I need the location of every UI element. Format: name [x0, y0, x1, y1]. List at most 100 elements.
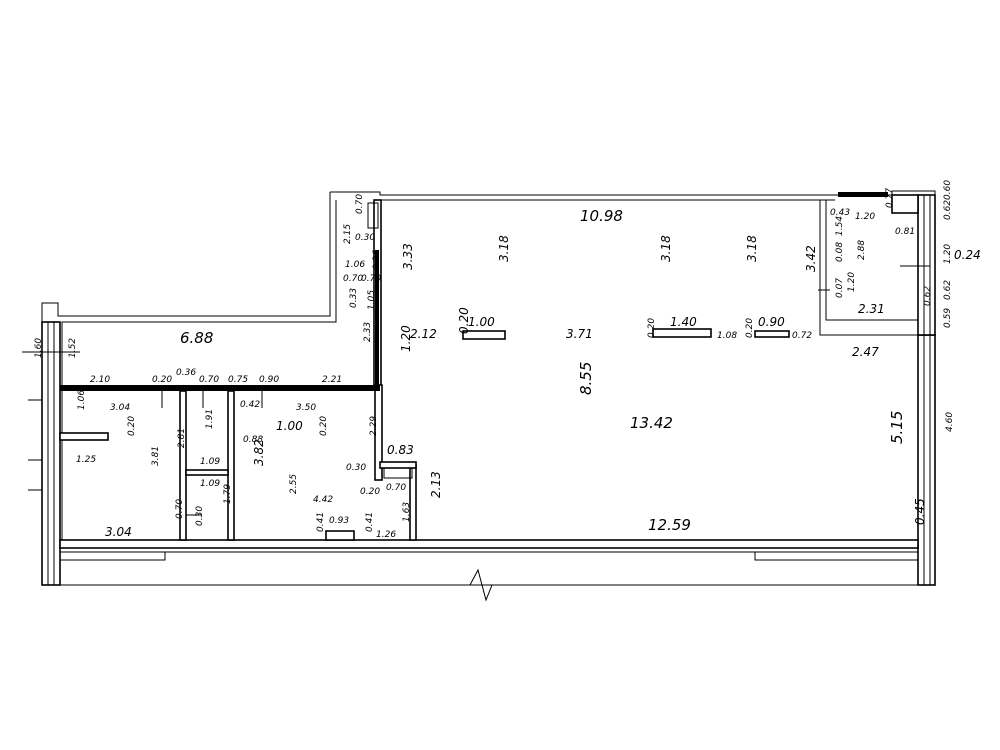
label-strip-1: 2.10	[90, 375, 110, 385]
label-window-2: 1.40	[670, 315, 697, 329]
label-shaft-5: 0.70	[343, 274, 363, 284]
label-right-room-side: 0.24	[954, 248, 981, 262]
label-bottom-width: 12.59	[648, 516, 691, 534]
label-left-room-width: 6.88	[180, 329, 213, 347]
label-niche-sm1: 0.30	[346, 463, 366, 473]
label-rr-6: 0.08	[835, 242, 845, 262]
label-col-sm-4: 0.72	[792, 331, 812, 341]
label-room-a-h: 3.81	[151, 446, 161, 466]
label-right-ext-w: 2.47	[852, 345, 879, 359]
label-bath-sm11: 1.63	[402, 502, 412, 522]
label-corr-w: 2.12	[410, 327, 437, 341]
label-niche-h: 2.13	[429, 471, 443, 498]
label-corr-b: 1.20	[399, 325, 413, 352]
label-col-3: 3.18	[745, 235, 759, 262]
label-shaft-4: 1.06	[345, 260, 365, 270]
label-rr-3: 0.77	[885, 188, 895, 208]
label-room-a-sm3: 1.25	[76, 455, 96, 465]
label-bath-w: 3.50	[296, 403, 316, 413]
label-top-width: 10.98	[580, 207, 623, 225]
label-shaft-8: 0.33	[349, 288, 359, 308]
label-rr-10: 0.62	[943, 200, 953, 220]
label-rr-14: 0.59	[943, 308, 953, 328]
label-pillar-gap: 3.71	[566, 327, 593, 341]
radiator-3	[754, 330, 790, 338]
left-windows	[22, 351, 80, 491]
label-col-1: 3.18	[497, 235, 511, 262]
radiator-2	[652, 328, 712, 338]
label-closet-1: 1.91	[205, 409, 215, 429]
label-right-height: 5.15	[888, 411, 906, 444]
label-rr-5: 1.54	[835, 216, 845, 236]
label-niche-sm3: 0.70	[386, 483, 406, 493]
label-rr-15: 0.62	[923, 286, 933, 306]
label-rr-7: 2.88	[857, 240, 867, 260]
label-strip-3: 0.75	[228, 375, 248, 385]
label-bath-sm6: 4.42	[313, 495, 333, 505]
label-top-corridor: 3.33	[401, 243, 415, 270]
label-strip-6: 0.36	[176, 368, 196, 378]
label-window-1: 1.00	[468, 315, 495, 329]
label-bath-sm1: 0.42	[240, 400, 260, 410]
label-bath-h: 3.82	[252, 439, 266, 466]
label-niche-sm2: 0.20	[360, 487, 380, 497]
label-shaft-7: 0.70	[361, 274, 381, 284]
bottom-wall	[59, 539, 919, 549]
label-shaft-10: 2.33	[363, 322, 373, 342]
label-corr-a: 0.20	[457, 307, 471, 334]
label-room-a-bottom: 3.04	[105, 525, 132, 539]
label-room-a-sm4: 2.81	[177, 428, 187, 448]
label-col-sm-2: 1.08	[717, 331, 737, 341]
radiator-1	[462, 330, 506, 340]
label-rr-9: 1.20	[847, 272, 857, 292]
label-right-sill: 4.60	[945, 412, 955, 432]
label-shaft-9: 1.05	[367, 290, 377, 310]
label-bath-sm5: 2.55	[289, 474, 299, 494]
label-col-sm-1: 0.20	[647, 318, 657, 338]
label-strip-5: 2.21	[322, 375, 342, 385]
label-col-2: 3.18	[659, 235, 673, 262]
label-rr-8: 0.07	[835, 278, 845, 298]
label-right-room-h: 3.42	[804, 245, 818, 272]
outer-walls	[41, 190, 936, 602]
label-closet-3: 1.09	[200, 479, 220, 489]
label-room-a-sm2: 0.20	[127, 416, 137, 436]
label-bath-sm9: 0.41	[365, 512, 375, 532]
label-bath-sm7: 0.93	[329, 516, 349, 526]
label-shaft-3: 2.15	[343, 224, 353, 244]
label-niche-w: 0.83	[387, 443, 414, 457]
label-left-height2: 1.52	[68, 338, 78, 358]
label-rr-11: 0.60	[943, 180, 953, 200]
right-room-wall	[917, 194, 936, 336]
label-main-height: 8.55	[577, 362, 595, 395]
label-bath-sm4: 2.29	[369, 416, 379, 436]
label-left-height: 1.60	[34, 338, 44, 358]
label-room-a-sm1: 1.06	[77, 390, 87, 410]
label-rr-13: 0.62	[943, 280, 953, 300]
label-closet-2: 1.09	[200, 457, 220, 467]
label-bath-sm3: 0.20	[319, 416, 329, 436]
label-shaft-1: 0.70	[355, 194, 365, 214]
label-strip-7: 0.20	[152, 375, 172, 385]
label-room-a-w: 3.04	[110, 403, 130, 413]
label-rr-12: 1.20	[943, 244, 953, 264]
label-rr-4: 0.81	[895, 227, 915, 237]
label-strip-4: 0.90	[259, 375, 279, 385]
label-window-3: 0.90	[758, 315, 785, 329]
label-rr-1: 0.43	[830, 208, 850, 218]
right-room	[818, 192, 930, 336]
label-rr-2: 1.20	[855, 212, 875, 222]
label-shaft-2: 0.30	[355, 233, 375, 243]
left-rooms-wall	[59, 385, 417, 541]
label-closet-5: 0.30	[195, 506, 205, 526]
label-closet-6: 0.70	[175, 499, 185, 519]
label-bath-sm8: 0.41	[316, 512, 326, 532]
label-col-sm-3: 0.20	[745, 318, 755, 338]
label-right-room-w: 2.31	[858, 302, 885, 316]
label-shaft-6: 0.26	[372, 250, 382, 270]
label-bath-sm10: 1.26	[376, 530, 396, 540]
label-bath-door: 1.00	[276, 419, 303, 433]
right-wall	[917, 334, 936, 586]
left-wall	[41, 321, 61, 586]
